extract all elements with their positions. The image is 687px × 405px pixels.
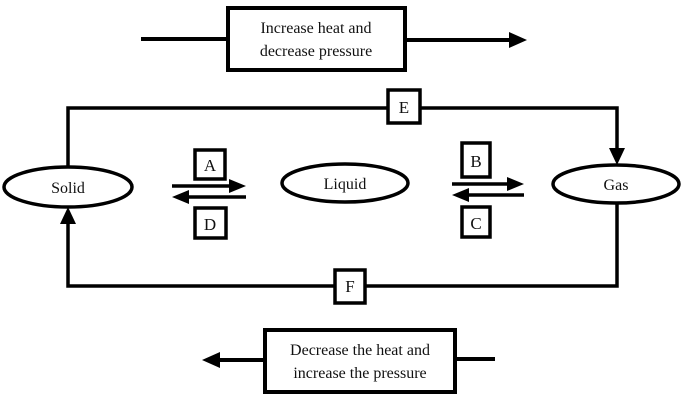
route-f-gas-to-solid: F <box>60 204 619 305</box>
bottom-flow-label-box <box>263 328 457 394</box>
top-flow-label-line1: Increase heat and <box>260 20 371 37</box>
transition-a-box <box>193 148 227 181</box>
state-liquid-label: Liquid <box>324 176 367 193</box>
equilibrium-liquid-gas: B C <box>452 141 524 239</box>
transition-f-label: F <box>345 277 354 296</box>
equilibrium-solid-liquid: A D <box>172 148 246 240</box>
right-arrowhead-icon <box>507 177 524 191</box>
bottom-flow-arrow: Decrease the heat and increase the press… <box>202 328 495 394</box>
transition-b-label: B <box>470 152 481 171</box>
state-nodes: Solid Liquid Gas <box>2 162 681 209</box>
left-arrowhead-icon <box>172 190 189 204</box>
transition-c-box <box>460 205 492 239</box>
transition-b-box <box>460 141 492 179</box>
state-gas-ellipse <box>551 163 681 205</box>
left-arrowhead-icon <box>452 188 469 202</box>
state-gas-label: Gas <box>604 177 629 194</box>
bottom-flow-label-line1: Decrease the heat and <box>290 342 430 359</box>
transition-f-box <box>333 268 367 305</box>
right-arrowhead-icon <box>509 32 527 48</box>
top-flow-label-box <box>226 6 407 72</box>
down-arrowhead-icon <box>609 148 625 165</box>
right-arrowhead-icon <box>229 179 246 193</box>
transition-c-label: C <box>470 214 481 233</box>
up-arrowhead-icon <box>60 207 76 224</box>
route-e-path <box>66 106 619 167</box>
left-arrowhead-icon <box>202 352 220 368</box>
bottom-flow-label-line2: increase the pressure <box>293 365 426 382</box>
state-liquid-ellipse <box>280 162 410 204</box>
state-solid-ellipse <box>2 165 134 209</box>
transition-d-box <box>193 206 228 240</box>
transition-d-label: D <box>204 215 216 234</box>
transition-a-label: A <box>204 156 217 175</box>
transition-e-box <box>386 88 422 125</box>
state-solid-label: Solid <box>51 180 85 197</box>
route-e-solid-to-gas: E <box>66 88 625 167</box>
transition-e-label: E <box>399 98 409 117</box>
top-flow-label-line2: decrease pressure <box>260 43 372 60</box>
top-flow-arrow: Increase heat and decrease pressure <box>141 6 527 72</box>
